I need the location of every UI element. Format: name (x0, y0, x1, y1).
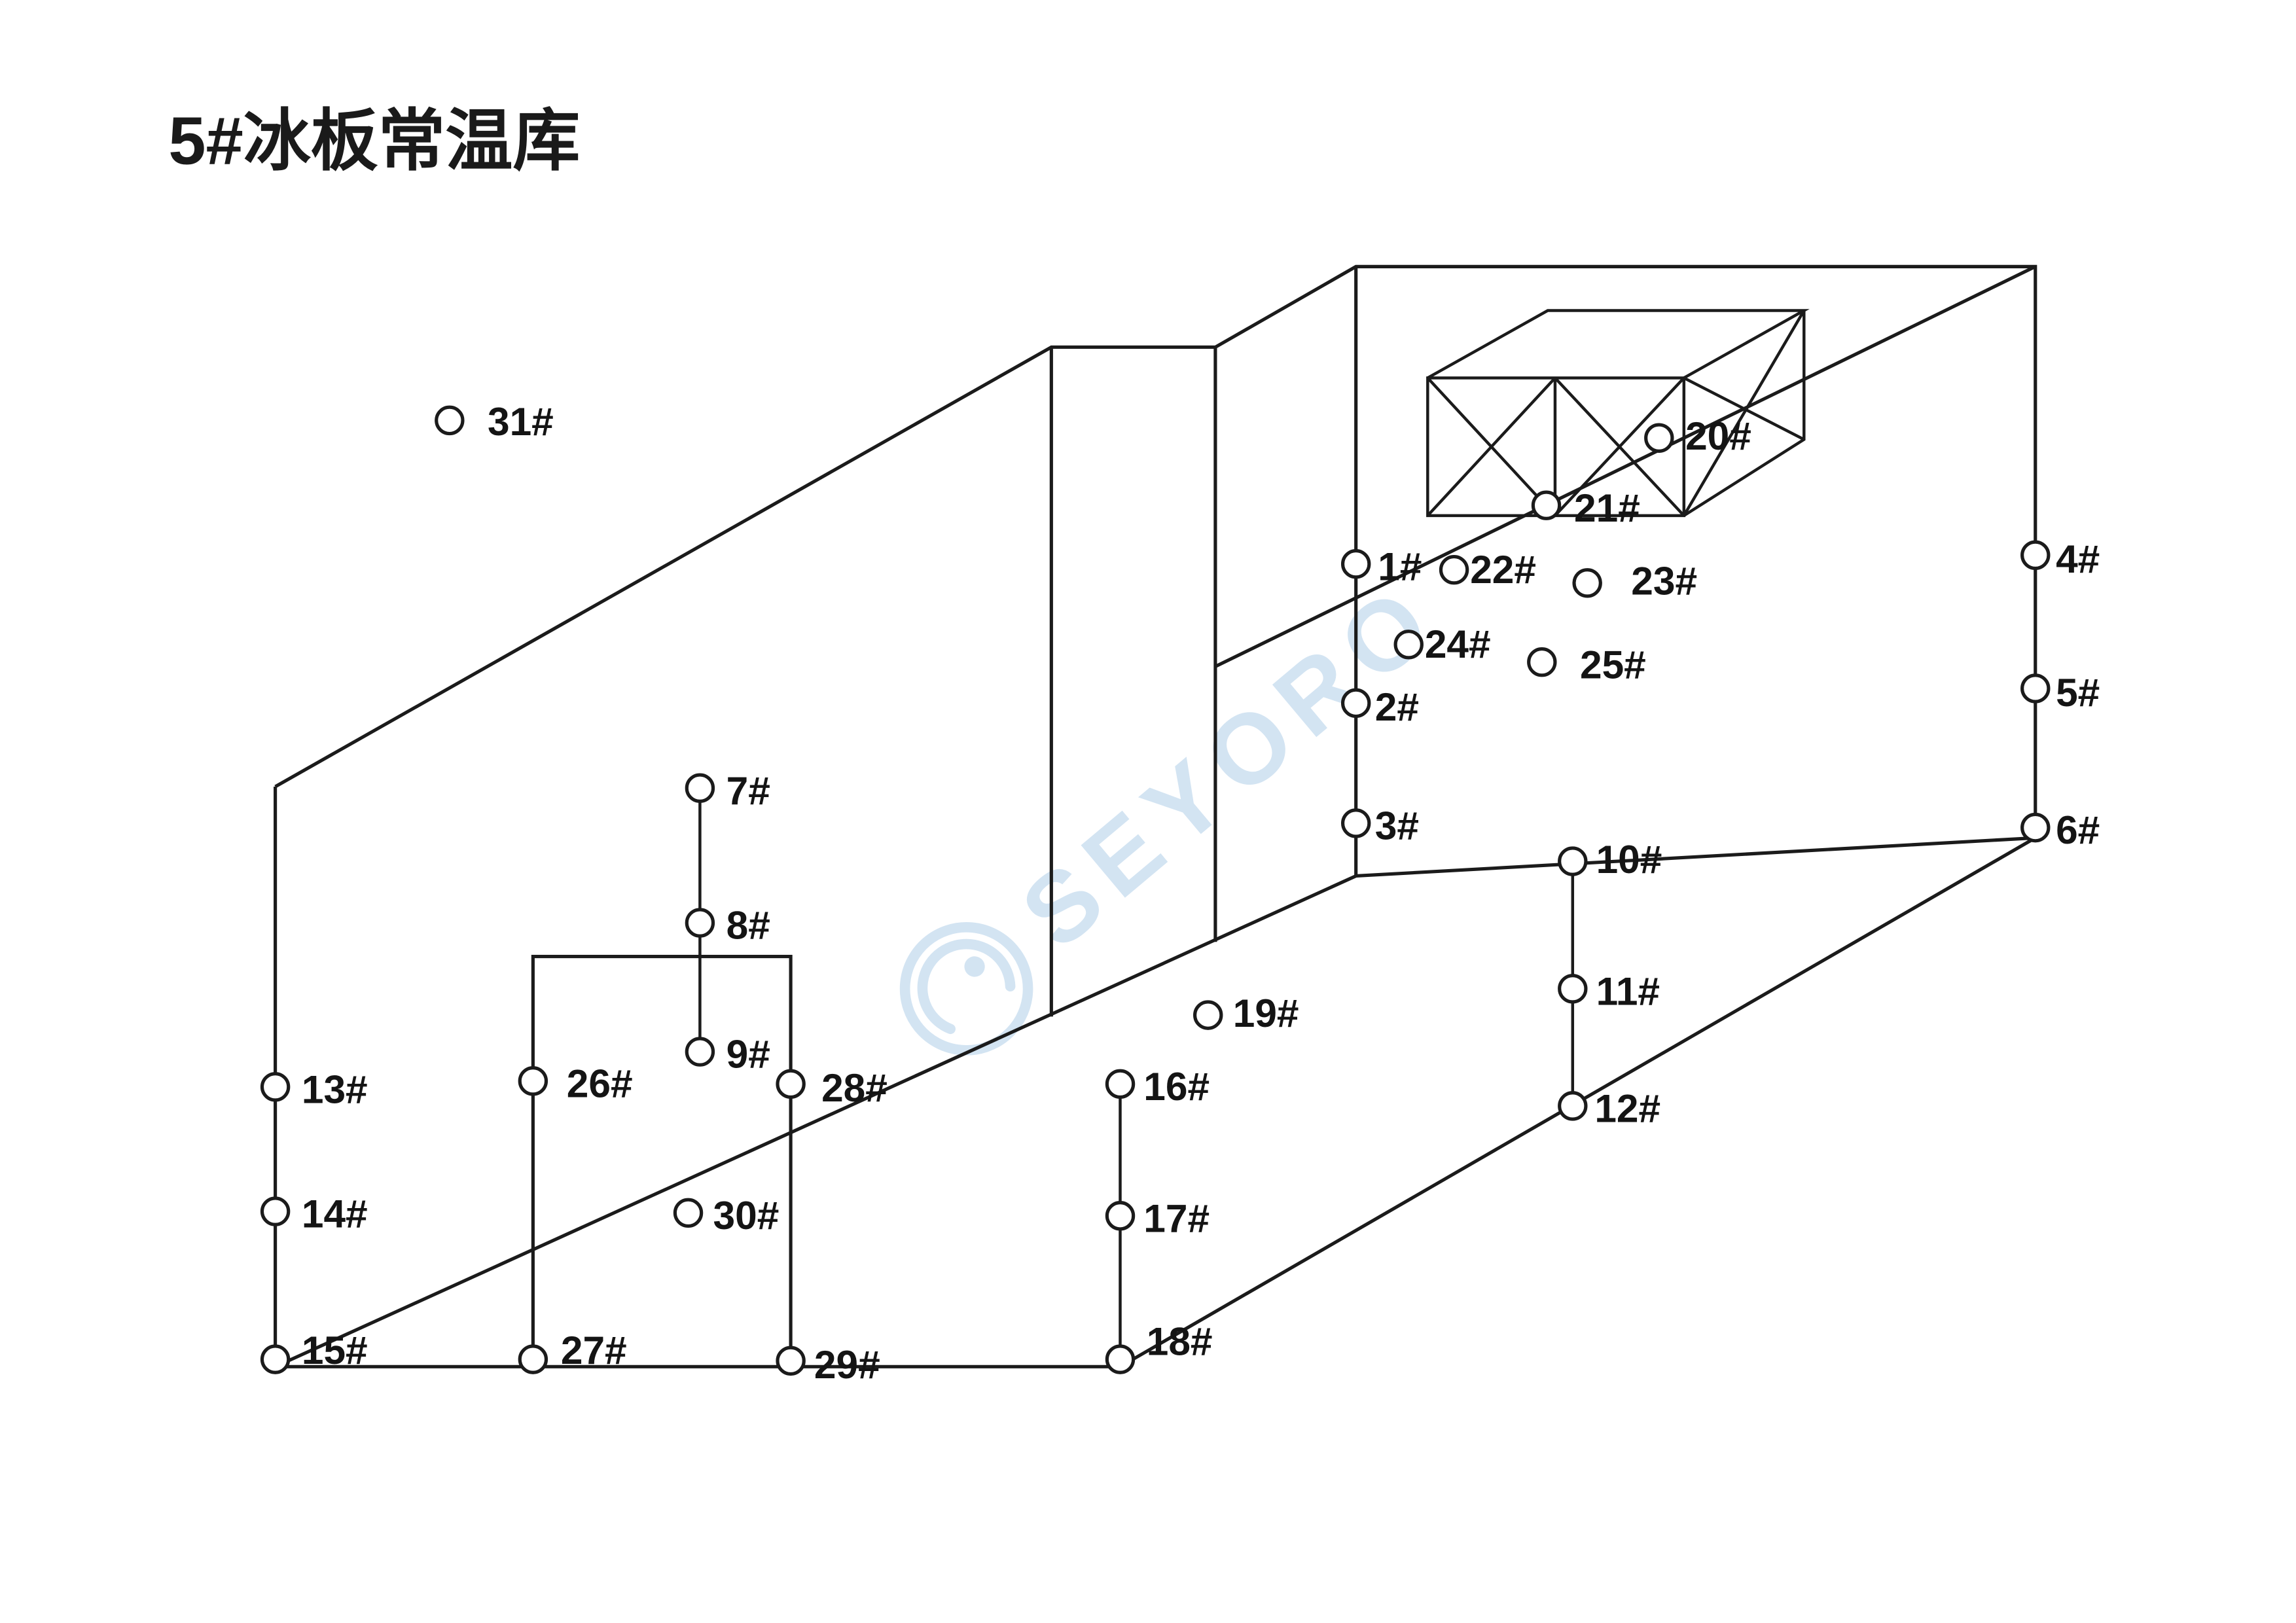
sensor-point (1340, 808, 1371, 838)
sensor-point-label: 19# (1233, 991, 1299, 1035)
sensor-point (685, 1037, 715, 1067)
sensor-point (1531, 490, 1562, 520)
sensor-point (1193, 1000, 1223, 1030)
sensor-point (1105, 1201, 1136, 1231)
sensor-point (260, 1196, 291, 1226)
sensor-point (1558, 1091, 1588, 1121)
sensor-point-label: 8# (726, 903, 770, 948)
sensor-point-label: 4# (2056, 537, 2100, 581)
sensor-point (1527, 647, 1557, 677)
sensor-point-label: 3# (1375, 804, 1419, 848)
sensor-point (435, 405, 465, 436)
page-title: 5#冰板常温库 (168, 103, 580, 179)
sensor-point-label: 30# (713, 1193, 780, 1238)
sensor-point (1393, 630, 1424, 660)
left-room-front-edges (274, 786, 1121, 1368)
sensor-point-label: 13# (302, 1067, 368, 1111)
sensor-point-label: 6# (2056, 808, 2100, 852)
sensor-point-label: 11# (1596, 969, 1660, 1013)
cooling-unit-top-face (1427, 309, 1810, 380)
sensor-point-label: 2# (1375, 685, 1419, 729)
sensor-point-label: 23# (1631, 559, 1697, 603)
sensor-point (518, 1066, 548, 1096)
sensor-point (2020, 812, 2051, 843)
sensor-point-label: 27# (561, 1328, 627, 1372)
sensor-point-label: 12# (1594, 1086, 1660, 1131)
cooling-unit (1426, 309, 1810, 518)
roof-and-right-room-outline (274, 264, 2037, 838)
sensor-point (2020, 673, 2051, 704)
cooling-unit-cross-braces (1426, 310, 1806, 517)
sensor-point-label: 17# (1143, 1196, 1210, 1240)
sensor-point (1439, 554, 1469, 585)
sensor-point-label: 28# (821, 1065, 888, 1110)
sensor-points-layer: 1# 2# 3# 4# 5# 6# 7# 8# 9# 10# 11# 12# 13# 14# 15# 16# 1… (260, 399, 2100, 1387)
right-room-bottom-edge (1355, 836, 2036, 878)
sensor-point-label: 31# (488, 399, 554, 444)
sensor-point (260, 1344, 291, 1374)
sensor-point-label: 16# (1143, 1064, 1210, 1109)
sensor-point (1340, 688, 1371, 719)
watermark-logo-icon (899, 921, 1033, 1056)
sensor-point (685, 908, 715, 938)
sensor-point-label: 22# (1470, 547, 1536, 592)
sensor-point-label: 7# (726, 768, 770, 813)
watermark-text: SEYORO (1001, 560, 1460, 970)
sensor-point (1572, 568, 1602, 598)
sensor-point (260, 1072, 291, 1102)
floor-diagonal (274, 874, 1357, 1368)
sensor-point (518, 1344, 548, 1374)
sensor-point-label: 5# (2056, 670, 2100, 715)
sensor-point (1558, 846, 1588, 876)
sensor-point (685, 773, 715, 803)
sensor-point (776, 1069, 806, 1099)
sensor-point-label: 18# (1147, 1319, 1213, 1363)
sensor-point-label: 24# (1425, 622, 1491, 666)
door-frame (531, 955, 793, 1367)
sensor-point-label: 20# (1685, 414, 1751, 458)
sensor-point-label: 10# (1596, 837, 1662, 882)
sensor-point (1558, 974, 1588, 1004)
sensor-point-label: 26# (567, 1061, 633, 1105)
sensor-point-label: 29# (814, 1342, 880, 1387)
sensor-point (673, 1198, 704, 1228)
ceiling-diagonal (1214, 265, 2036, 668)
sensor-point (1340, 549, 1371, 579)
sensor-point (1105, 1344, 1136, 1374)
sensor-point (2020, 540, 2051, 571)
sensor-point-label: 1# (1378, 544, 1422, 588)
sensor-point-label: 9# (726, 1032, 770, 1077)
sensor-point (1644, 423, 1674, 453)
sensor-point-label: 25# (1580, 642, 1646, 687)
sensor-point-label: 15# (302, 1328, 368, 1372)
sensor-point (776, 1346, 806, 1376)
sensor-point-label: 14# (302, 1192, 368, 1236)
sensor-point-label: 21# (1574, 486, 1640, 530)
sensor-point (1105, 1069, 1136, 1099)
